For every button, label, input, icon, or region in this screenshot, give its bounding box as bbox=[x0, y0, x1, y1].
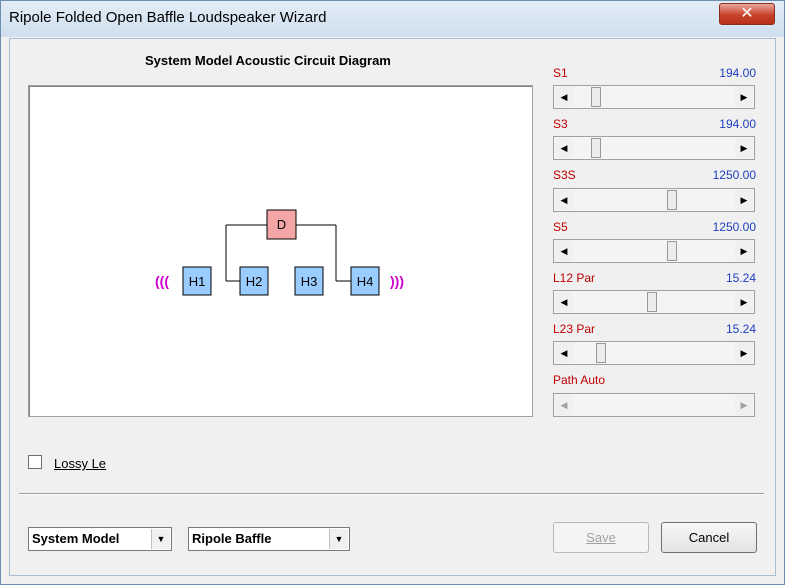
save-button[interactable]: Save bbox=[553, 522, 649, 553]
slider-s3s-value: 1250.00 bbox=[712, 168, 756, 182]
slider-s1-label: S1 bbox=[553, 66, 568, 80]
model-select[interactable]: System Model ▼ bbox=[28, 527, 172, 551]
node-h1 bbox=[182, 266, 212, 296]
circuit-diagram-canvas: D H1 H2 H3 H4 ((( ))) bbox=[28, 85, 533, 417]
node-h4 bbox=[350, 266, 380, 296]
node-h2-label: H2 bbox=[246, 274, 263, 289]
close-icon: ✕ bbox=[740, 3, 754, 22]
scroll-right-icon[interactable]: ▶ bbox=[735, 343, 753, 363]
scroll-right-icon[interactable]: ▶ bbox=[735, 241, 753, 261]
save-button-label: Save bbox=[586, 530, 616, 545]
slider-s5-label: S5 bbox=[553, 220, 568, 234]
driver-node-d-label: D bbox=[277, 217, 286, 232]
model-select-value: System Model bbox=[32, 531, 120, 546]
node-h3-label: H3 bbox=[301, 274, 318, 289]
slider-thumb[interactable] bbox=[647, 292, 657, 312]
scroll-right-icon[interactable]: ▶ bbox=[735, 190, 753, 210]
lossy-le-text: Lossy Le bbox=[54, 456, 107, 471]
slider-thumb[interactable] bbox=[591, 138, 601, 158]
slider-path-auto-label: Path Auto bbox=[553, 373, 606, 387]
scroll-left-icon[interactable]: ◀ bbox=[555, 395, 573, 415]
slider-s3s-label: S3S bbox=[553, 168, 576, 182]
left-wave-icon: ((( bbox=[155, 273, 169, 289]
scroll-left-icon[interactable]: ◀ bbox=[555, 87, 573, 107]
slider-s3-value: 194.00 bbox=[719, 117, 756, 131]
slider-s1[interactable]: ◀ ▶ bbox=[553, 85, 755, 109]
node-h4-label: H4 bbox=[357, 274, 374, 289]
baffle-select-value: Ripole Baffle bbox=[192, 531, 272, 546]
window-title: Ripole Folded Open Baffle Loudspeaker Wi… bbox=[9, 9, 327, 26]
diagram-title: System Model Acoustic Circuit Diagram bbox=[145, 53, 391, 68]
chevron-down-icon[interactable]: ▼ bbox=[329, 529, 348, 549]
slider-thumb[interactable] bbox=[667, 190, 677, 210]
scroll-left-icon[interactable]: ◀ bbox=[555, 292, 573, 312]
slider-thumb[interactable] bbox=[591, 87, 601, 107]
baffle-select[interactable]: Ripole Baffle ▼ bbox=[188, 527, 350, 551]
divider bbox=[19, 493, 764, 495]
slider-l12-par-label: L12 Par bbox=[553, 271, 596, 285]
cancel-button[interactable]: Cancel bbox=[661, 522, 757, 553]
scroll-left-icon[interactable]: ◀ bbox=[555, 343, 573, 363]
slider-s1-value: 194.00 bbox=[719, 66, 756, 80]
scroll-right-icon[interactable]: ▶ bbox=[735, 395, 753, 415]
lossy-le-label[interactable]: Lossy Le bbox=[54, 456, 106, 471]
lossy-le-checkbox[interactable] bbox=[28, 455, 42, 469]
slider-path-auto[interactable]: ◀ ▶ bbox=[553, 393, 755, 417]
right-wave-icon: ))) bbox=[390, 273, 404, 289]
slider-s3[interactable]: ◀ ▶ bbox=[553, 136, 755, 160]
slider-s3s[interactable]: ◀ ▶ bbox=[553, 188, 755, 212]
slider-s5-value: 1250.00 bbox=[712, 220, 756, 234]
slider-l23-par-label: L23 Par bbox=[553, 322, 596, 336]
slider-l23-par-value: 15.24 bbox=[725, 322, 756, 336]
slider-l12-par-value: 15.24 bbox=[725, 271, 756, 285]
slider-s5[interactable]: ◀ ▶ bbox=[553, 239, 755, 263]
scroll-right-icon[interactable]: ▶ bbox=[735, 292, 753, 312]
scroll-left-icon[interactable]: ◀ bbox=[555, 190, 573, 210]
node-h3 bbox=[294, 266, 324, 296]
slider-l12-par[interactable]: ◀ ▶ bbox=[553, 290, 755, 314]
slider-l23-par[interactable]: ◀ ▶ bbox=[553, 341, 755, 365]
scroll-left-icon[interactable]: ◀ bbox=[555, 138, 573, 158]
title-bar: Ripole Folded Open Baffle Loudspeaker Wi… bbox=[1, 1, 784, 37]
node-h2 bbox=[239, 266, 269, 296]
close-button[interactable]: ✕ bbox=[719, 3, 775, 25]
slider-thumb[interactable] bbox=[667, 241, 677, 261]
scroll-right-icon[interactable]: ▶ bbox=[735, 87, 753, 107]
scroll-left-icon[interactable]: ◀ bbox=[555, 241, 573, 261]
chevron-down-icon[interactable]: ▼ bbox=[151, 529, 170, 549]
slider-s3-label: S3 bbox=[553, 117, 568, 131]
scroll-right-icon[interactable]: ▶ bbox=[735, 138, 753, 158]
slider-thumb[interactable] bbox=[596, 343, 606, 363]
node-h1-label: H1 bbox=[189, 274, 206, 289]
driver-node-d bbox=[266, 209, 297, 240]
circuit-diagram: D H1 H2 H3 H4 ((( ))) bbox=[155, 209, 404, 296]
